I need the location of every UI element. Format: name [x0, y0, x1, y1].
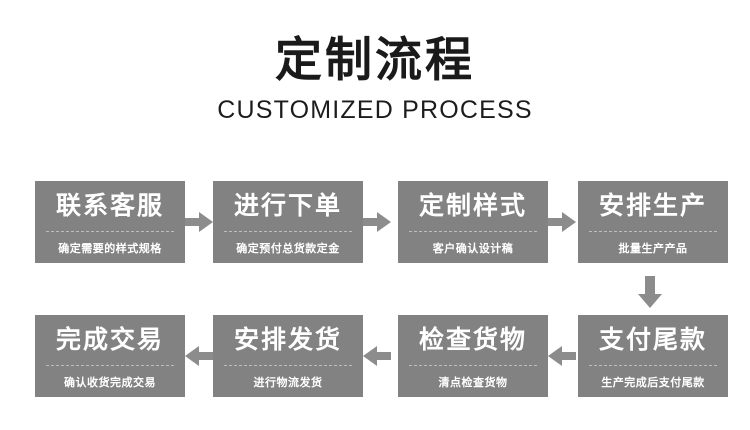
- page-subtitle: CUSTOMIZED PROCESS: [217, 96, 533, 124]
- step-box-3: 定制样式 客户确认设计稿: [398, 181, 548, 263]
- step-subtitle: 确定预付总货款定金: [236, 241, 340, 255]
- step-subtitle: 清点检查货物: [438, 375, 508, 389]
- step-title: 联系客服: [55, 191, 164, 220]
- step-divider: [224, 365, 352, 366]
- arrow-down-icon: [637, 276, 663, 308]
- step-subtitle: 批量生产产品: [618, 241, 688, 255]
- arrow-left-icon: [185, 343, 213, 369]
- step-box-8: 完成交易 确认收货完成交易: [35, 315, 185, 397]
- arrow-left-icon: [363, 343, 391, 369]
- step-subtitle: 生产完成后支付尾款: [601, 375, 705, 389]
- step-divider: [409, 365, 537, 366]
- arrow-right-icon: [363, 209, 391, 235]
- step-divider: [46, 365, 174, 366]
- step-box-1: 联系客服 确定需要的样式规格: [35, 181, 185, 263]
- step-divider: [589, 231, 717, 232]
- arrow-right-icon: [185, 209, 213, 235]
- step-box-7: 安排发货 进行物流发货: [213, 315, 363, 397]
- page-header: 定制流程 CUSTOMIZED PROCESS: [0, 33, 750, 125]
- step-subtitle: 客户确认设计稿: [432, 241, 514, 255]
- step-divider: [409, 231, 537, 232]
- step-divider: [589, 365, 717, 366]
- step-title: 检查货物: [418, 325, 527, 354]
- step-box-4: 安排生产 批量生产产品: [578, 181, 728, 263]
- step-title: 支付尾款: [598, 325, 707, 354]
- step-divider: [46, 231, 174, 232]
- step-box-2: 进行下单 确定预付总货款定金: [213, 181, 363, 263]
- arrow-right-icon: [548, 209, 576, 235]
- step-title: 安排发货: [233, 325, 342, 354]
- arrow-left-icon: [548, 343, 576, 369]
- step-subtitle: 进行物流发货: [253, 375, 323, 389]
- step-title: 完成交易: [55, 325, 164, 354]
- process-row-1: 联系客服 确定需要的样式规格 进行下单 确定预付总货款定金 定制样式 客户确认设…: [0, 181, 750, 263]
- step-divider: [224, 231, 352, 232]
- page-title: 定制流程: [275, 33, 475, 88]
- step-box-5: 支付尾款 生产完成后支付尾款: [578, 315, 728, 397]
- step-title: 定制样式: [418, 191, 527, 220]
- step-title: 进行下单: [233, 191, 342, 220]
- step-subtitle: 确认收货完成交易: [64, 375, 156, 389]
- step-box-6: 检查货物 清点检查货物: [398, 315, 548, 397]
- process-row-2: 完成交易 确认收货完成交易 安排发货 进行物流发货 检查货物 清点检查货物: [0, 315, 750, 397]
- step-title: 安排生产: [598, 191, 707, 220]
- step-subtitle: 确定需要的样式规格: [58, 241, 162, 255]
